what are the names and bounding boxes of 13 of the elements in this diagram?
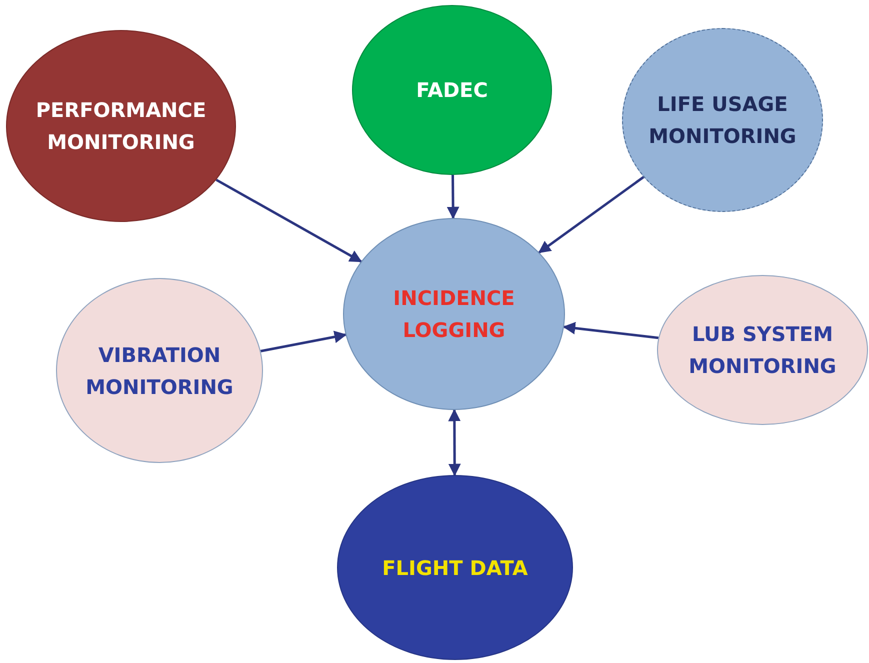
arrow <box>260 330 347 352</box>
node-label: INCIDENCE LOGGING <box>392 285 516 344</box>
node-label: LUB SYSTEM MONITORING <box>688 321 838 380</box>
arrow <box>446 175 460 220</box>
arrow <box>448 408 461 476</box>
node-label: FADEC <box>416 77 488 104</box>
node-label: PERFORMANCE MONITORING <box>34 97 208 156</box>
arrow <box>562 322 659 340</box>
node-label: FLIGHT DATA <box>382 554 528 582</box>
arrow <box>538 176 644 254</box>
arrow <box>216 178 362 263</box>
node-label: VIBRATION MONITORING <box>84 342 234 400</box>
node-label: LIFE USAGE MONITORING <box>648 91 798 150</box>
